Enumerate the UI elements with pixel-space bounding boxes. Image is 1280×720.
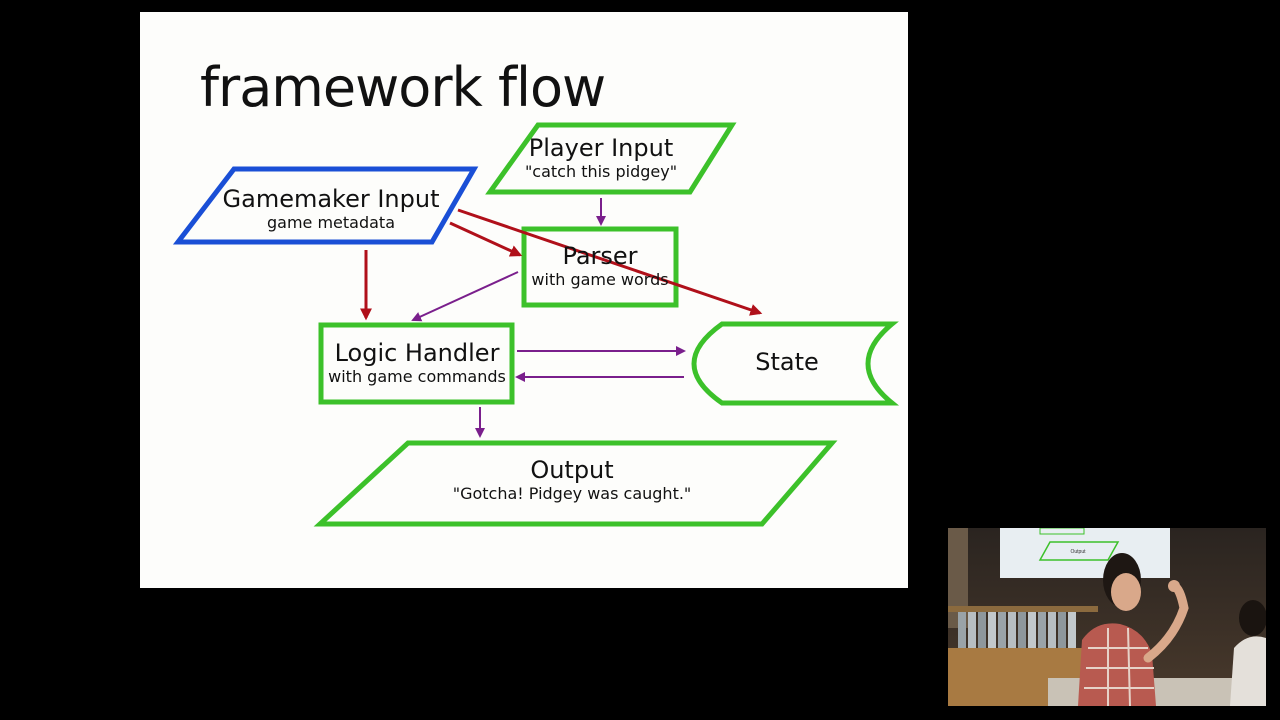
parser-sublabel: with game words [531, 270, 669, 289]
state-label: State [755, 348, 819, 376]
speaker-video-frame: Output [948, 528, 1266, 706]
state-label-group: State [755, 348, 819, 376]
state-box [691, 321, 900, 406]
flow-diagram [172, 122, 900, 527]
gamemaker-input-box [172, 166, 479, 245]
slide-title: framework flow [200, 56, 606, 119]
speaker-figure [1078, 553, 1189, 706]
gamemaker-input-sublabel: game metadata [266, 213, 396, 232]
gamemaker-input-label-group: Gamemaker Input game metadata [223, 185, 440, 233]
parser-label-group: Parser with game words [531, 242, 668, 290]
player-input-label: Player Input [528, 134, 674, 162]
presentation-slide: framework flow Gamemaker Input gam [140, 12, 908, 588]
arrow-gamemaker-to-parser [449, 221, 523, 257]
projector-screen [1000, 528, 1170, 578]
logic-handler-box [318, 322, 515, 405]
mini-slide-output-label: Output [1070, 549, 1086, 555]
mini-slide-box [1039, 528, 1085, 535]
logic-handler-sublabel: with game commands [328, 367, 506, 386]
shelf-top [948, 606, 1098, 612]
parser-box [521, 226, 679, 308]
gamemaker-input-label: Gamemaker Input [222, 185, 440, 213]
output-box [313, 440, 838, 527]
arrow-gamemaker-to-state [457, 208, 763, 316]
wall-pillar [948, 528, 968, 628]
player-input-box [485, 122, 737, 195]
parser-label: Parser [562, 242, 638, 270]
arrow-parser-to-logic [411, 271, 519, 322]
speaker-video: Output [948, 528, 1266, 706]
output-sublabel: "Gotcha! Pidgey was caught." [452, 484, 692, 503]
mini-slide-output-shape [1038, 541, 1120, 561]
output-label-group: Output "Gotcha! Pidgey was caught." [453, 456, 692, 504]
player-input-sublabel: "catch this pidgey" [524, 162, 678, 181]
logic-handler-label: Logic Handler [334, 339, 500, 367]
output-label: Output [530, 456, 614, 484]
player-input-label-group: Player Input "catch this pidgey" [525, 134, 677, 182]
logic-handler-label-group: Logic Handler with game commands [328, 339, 506, 387]
audience-member [1230, 600, 1266, 706]
binder-row [958, 612, 1076, 648]
